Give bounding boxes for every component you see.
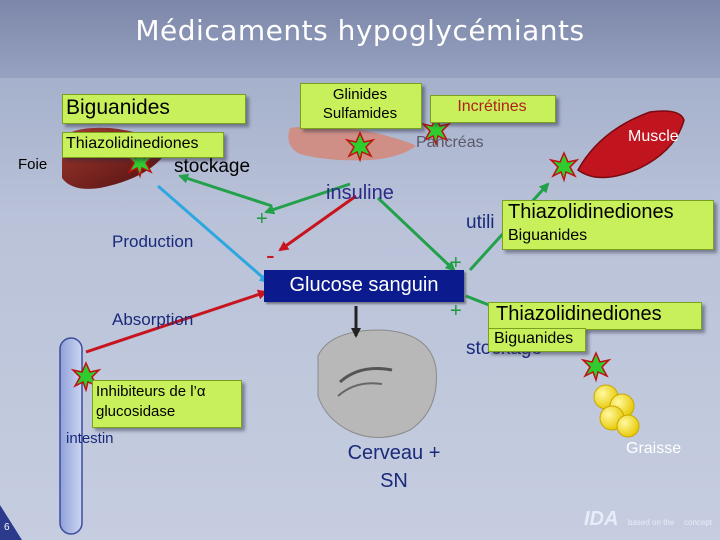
arrow-insulin-to-liver: [264, 182, 351, 215]
foie-label: Foie: [18, 156, 48, 173]
header-band: [0, 0, 720, 78]
star-icon-incretines: [420, 115, 452, 147]
logo-concept: concept: [684, 518, 713, 527]
cerveau-label-line2: SN: [380, 470, 408, 492]
muscle-label: Muscle: [628, 128, 679, 145]
graisse-label: Graisse: [626, 440, 682, 457]
stockage-liver-label: stockage: [174, 156, 251, 177]
intestin-label: intestin: [66, 430, 114, 447]
thiazo-muscle-box: [502, 200, 714, 250]
pancreas-label: Pancréas: [416, 134, 484, 151]
arrow-liver-stockage: [178, 173, 273, 208]
utili-label: utili: [466, 212, 495, 233]
slide-title: Médicaments hypoglycémiants: [135, 14, 585, 47]
inhibiteurs-label-line1: Inhibiteurs de l’α: [96, 383, 206, 400]
page-number: 6: [4, 522, 10, 533]
minus-production: -: [266, 240, 275, 270]
biguanides-fat-label: Biguanides: [494, 330, 574, 347]
star-icon-fat: [580, 351, 612, 383]
absorption-label: Absorption: [112, 310, 194, 329]
intestine-tube: [59, 337, 83, 535]
muscle-shape: [577, 110, 685, 179]
inhibiteurs-box: [92, 380, 242, 428]
glucose-label: Glucose sanguin: [289, 274, 439, 296]
cerveau-label-line1: Cerveau +: [347, 442, 441, 464]
fat-cells: [593, 384, 640, 438]
biguanides-fat-box: [488, 328, 586, 352]
brain-shape: [317, 329, 437, 438]
arrow-insulin-to-glucose: [376, 196, 456, 272]
arrow-insulin-inhibit-production: [278, 194, 357, 252]
arrow-liver-production: [157, 184, 270, 284]
thiazo-fat-label: Thiazolidinediones: [496, 303, 662, 325]
glinides-box: [300, 83, 422, 129]
incretines-label: Incrétines: [457, 98, 527, 115]
plus-glucose-muscle: +: [450, 252, 462, 274]
thiazo-top-box: [62, 132, 224, 158]
star-icon-muscle: [548, 151, 580, 183]
arrow-absorption: [85, 289, 268, 354]
sulfamides-label: Sulfamides: [322, 105, 398, 122]
thiazo-top-label: Thiazolidinediones: [66, 135, 199, 152]
production-label: Production: [112, 232, 194, 251]
glucose-box: [264, 270, 464, 302]
insuline-label: insuline: [326, 182, 394, 204]
thiazo-fat-box: [488, 302, 702, 330]
logo-sub: based on the: [628, 518, 675, 527]
glinides-label: Glinides: [332, 86, 388, 103]
star-icon-pancreas: [344, 131, 376, 163]
plus-glucose-fat: +: [450, 300, 462, 322]
incretines-box: [430, 95, 556, 123]
biguanides-muscle-label: Biguanides: [508, 227, 588, 244]
page-corner: [0, 505, 22, 540]
logo: IDA based on the concept: [584, 506, 714, 536]
biguanides-top-label: Biguanides: [66, 96, 170, 119]
biguanides-top-box: [62, 94, 246, 124]
logo-main: IDA: [584, 508, 619, 530]
plus-insulin-liver: +: [256, 208, 268, 230]
thiazo-muscle-label: Thiazolidinediones: [508, 201, 674, 223]
inhibiteurs-label-line2: glucosidase: [96, 403, 176, 420]
